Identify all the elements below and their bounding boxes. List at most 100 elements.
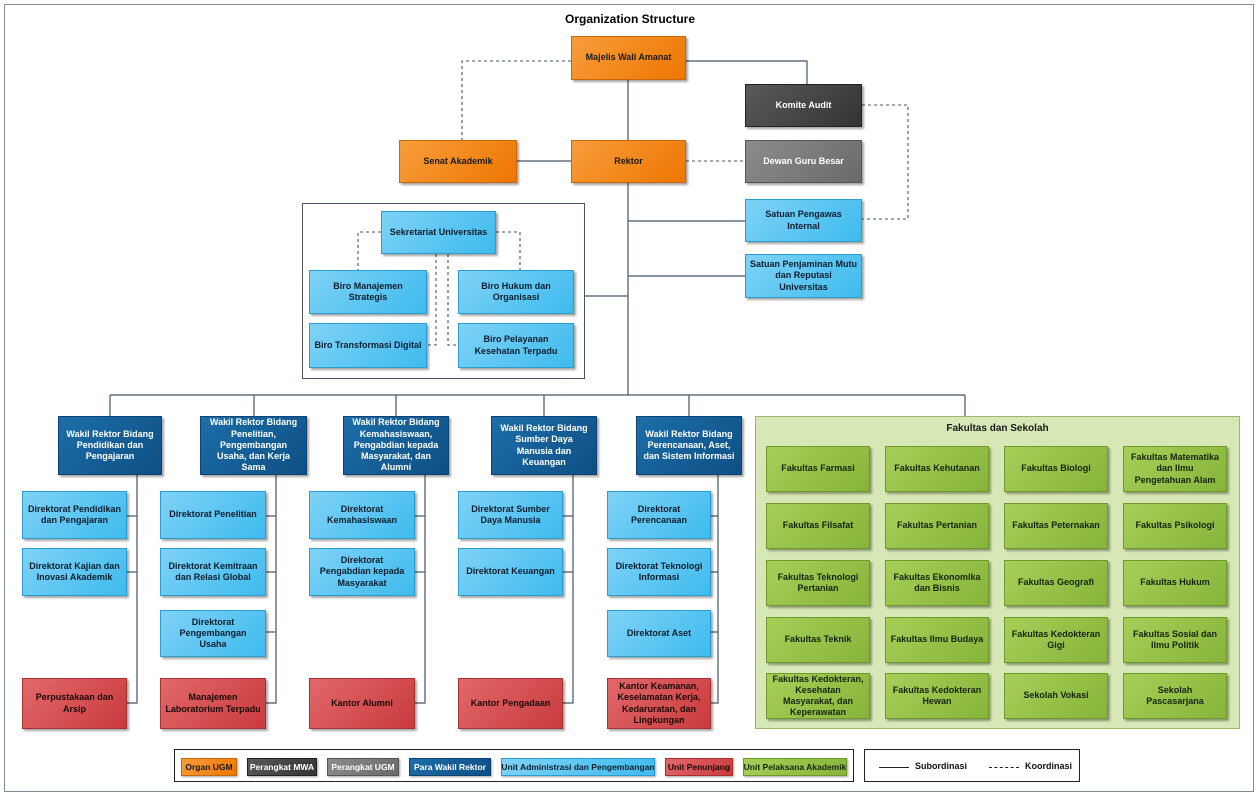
fakultas-label: Fakultas Filsafat (782, 520, 854, 531)
wakil-rektor-4[interactable]: Wakil Rektor Bidang Sumber Daya Manusia … (491, 416, 597, 475)
direktorat-box[interactable]: Direktorat Aset (607, 610, 711, 657)
fakultas-box[interactable]: Fakultas Farmasi (766, 446, 870, 492)
biro-digital-label: Biro Transformasi Digital (314, 339, 422, 350)
fakultas-label: Fakultas Ekonomika dan Bisnis (893, 571, 981, 593)
senat-box[interactable]: Senat Akademik (399, 140, 517, 183)
fakultas-box[interactable]: Fakultas Kedokteran Hewan (885, 673, 989, 719)
wakil-rektor-1[interactable]: Wakil Rektor Bidang Pendidikan dan Penga… (58, 416, 162, 475)
fakultas-label: Fakultas Matematika dan Ilmu Pengetahuan… (1130, 452, 1220, 485)
biro-kesehatan-label: Biro Pelayanan Kesehatan Terpadu (474, 334, 558, 356)
fakultas-box[interactable]: Fakultas Kehutanan (885, 446, 989, 492)
spi-label: Satuan Pengawas Internal (765, 209, 842, 231)
fakultas-box[interactable]: Fakultas Biologi (1004, 446, 1108, 492)
direktorat-label: Direktorat Kemitraan dan Relasi Global (168, 560, 258, 582)
fakultas-label: Fakultas Sosial dan Ilmu Politik (1132, 628, 1218, 650)
fakultas-box[interactable]: Fakultas Psikologi (1123, 503, 1227, 549)
direktorat-box[interactable]: Direktorat Perencanaan (607, 491, 711, 539)
fakultas-label: Sekolah Pascasarjana (1146, 684, 1204, 706)
fakultas-box[interactable]: Fakultas Kedokteran Gigi (1004, 617, 1108, 663)
direktorat-label: Direktorat Perencanaan (630, 503, 688, 525)
fakultas-label: Fakultas Kedokteran, Kesehatan Masyaraka… (772, 673, 864, 718)
direktorat-box[interactable]: Direktorat Sumber Daya Manusia (458, 491, 563, 539)
legend-akademik: Unit Pelaksana Akademik (743, 758, 847, 776)
penunjang-label: Manajemen Laboratorium Terpadu (165, 692, 261, 714)
biro-strategis-box[interactable]: Biro Manajemen Strategis (309, 270, 427, 314)
senat-label: Senat Akademik (423, 155, 493, 166)
legend-koordinasi: Koordinasi (1025, 761, 1073, 771)
diagram-frame (4, 4, 1254, 792)
rektor-box[interactable]: Rektor (571, 140, 686, 183)
biro-hukum-label: Biro Hukum dan Organisasi (481, 280, 551, 302)
direktorat-label: Direktorat Sumber Daya Manusia (471, 503, 550, 525)
legend-lines: Subordinasi Koordinasi (864, 749, 1080, 782)
fakultas-label: Fakultas Kedokteran Gigi (1011, 628, 1101, 650)
fakultas-box[interactable]: Fakultas Matematika dan Ilmu Pengetahuan… (1123, 446, 1227, 492)
direktorat-box[interactable]: Direktorat Teknologi Informasi (607, 548, 711, 596)
penunjang-box[interactable]: Kantor Pengadaan (458, 678, 563, 729)
fakultas-box[interactable]: Fakultas Teknik (766, 617, 870, 663)
direktorat-box[interactable]: Direktorat Keuangan (458, 548, 563, 596)
direktorat-label: Direktorat Teknologi Informasi (615, 560, 703, 582)
biro-kesehatan-box[interactable]: Biro Pelayanan Kesehatan Terpadu (458, 323, 574, 368)
fakultas-box[interactable]: Fakultas Hukum (1123, 560, 1227, 606)
direktorat-label: Direktorat Penelitian (169, 509, 257, 520)
fakultas-label: Fakultas Kedokteran Hewan (892, 684, 982, 706)
sekretariat-box[interactable]: Sekretariat Universitas (381, 211, 496, 254)
direktorat-box[interactable]: Direktorat Penelitian (160, 491, 266, 539)
fakultas-label: Fakultas Hukum (1140, 577, 1210, 588)
direktorat-box[interactable]: Direktorat Kemitraan dan Relasi Global (160, 548, 266, 596)
wakil-rektor-2-label: Wakil Rektor Bidang Penelitian, Pengemba… (209, 417, 298, 473)
mwa-label: Majelis Wali Amanat (585, 52, 672, 63)
wakil-rektor-1-label: Wakil Rektor Bidang Pendidikan dan Penga… (66, 428, 154, 462)
fakultas-label: Fakultas Geografi (1017, 577, 1095, 588)
wakil-rektor-2[interactable]: Wakil Rektor Bidang Penelitian, Pengemba… (200, 416, 307, 475)
fakultas-box[interactable]: Sekolah Vokasi (1004, 673, 1108, 719)
wakil-rektor-5[interactable]: Wakil Rektor Bidang Perencanaan, Aset, d… (636, 416, 742, 475)
fakultas-box[interactable]: Fakultas Ekonomika dan Bisnis (885, 560, 989, 606)
spi-box[interactable]: Satuan Pengawas Internal (745, 199, 862, 242)
legend-colors: Organ UGM Perangkat MWA Perangkat UGM Pa… (174, 749, 854, 782)
penunjang-box[interactable]: Manajemen Laboratorium Terpadu (160, 678, 266, 729)
fakultas-label: Fakultas Pertanian (896, 520, 978, 531)
direktorat-label: Direktorat Keuangan (466, 566, 555, 577)
fakultas-box[interactable]: Fakultas Ilmu Budaya (885, 617, 989, 663)
biro-hukum-box[interactable]: Biro Hukum dan Organisasi (458, 270, 574, 314)
fakultas-box[interactable]: Fakultas Teknologi Pertanian (766, 560, 870, 606)
direktorat-label: Direktorat Pengabdian kepada Masyarakat (319, 555, 405, 588)
biro-digital-box[interactable]: Biro Transformasi Digital (309, 323, 427, 368)
fakultas-box[interactable]: Fakultas Filsafat (766, 503, 870, 549)
direktorat-box[interactable]: Direktorat Pengembangan Usaha (160, 610, 266, 657)
fakultas-box[interactable]: Fakultas Pertanian (885, 503, 989, 549)
dgb-box[interactable]: Dewan Guru Besar (745, 140, 862, 183)
biro-strategis-label: Biro Manajemen Strategis (333, 280, 403, 302)
fakultas-box[interactable]: Fakultas Sosial dan Ilmu Politik (1123, 617, 1227, 663)
penunjang-box[interactable]: Kantor Alumni (309, 678, 415, 729)
fakultas-box[interactable]: Fakultas Kedokteran, Kesehatan Masyaraka… (766, 673, 870, 719)
legend-perangkat: Perangkat UGM (327, 758, 399, 776)
sekretariat-label: Sekretariat Universitas (389, 226, 488, 237)
legend-dashed-line (989, 767, 1019, 768)
fakultas-label: Fakultas Teknik (784, 634, 852, 645)
legend-organ: Organ UGM (181, 758, 237, 776)
legend-adm: Unit Administrasi dan Pengembangan (501, 758, 655, 776)
direktorat-box[interactable]: Direktorat Pengabdian kepada Masyarakat (309, 548, 415, 596)
fakultas-box[interactable]: Sekolah Pascasarjana (1123, 673, 1227, 719)
sekretariat-group (302, 203, 585, 379)
spm-box[interactable]: Satuan Penjaminan Mutu dan Reputasi Univ… (745, 254, 862, 298)
komite-audit-box[interactable]: Komite Audit (745, 84, 862, 127)
direktorat-label: Direktorat Kemahasiswaan (326, 503, 398, 525)
fakultas-label: Fakultas Ilmu Budaya (890, 634, 984, 645)
direktorat-box[interactable]: Direktorat Kajian dan Inovasi Akademik (22, 548, 127, 596)
fakultas-box[interactable]: Fakultas Geografi (1004, 560, 1108, 606)
penunjang-box[interactable]: Perpustakaan dan Arsip (22, 678, 127, 729)
komite-audit-label: Komite Audit (775, 99, 832, 110)
mwa-box[interactable]: Majelis Wali Amanat (571, 36, 686, 80)
spm-label: Satuan Penjaminan Mutu dan Reputasi Univ… (750, 259, 858, 292)
direktorat-box[interactable]: Direktorat Kemahasiswaan (309, 491, 415, 539)
penunjang-box[interactable]: Kantor Keamanan, Keselamatan Kerja, Keda… (607, 678, 711, 729)
fakultas-box[interactable]: Fakultas Peternakan (1004, 503, 1108, 549)
legend-solid-line (879, 767, 909, 768)
direktorat-label: Direktorat Aset (626, 627, 692, 638)
direktorat-box[interactable]: Direktorat Pendidikan dan Pengajaran (22, 491, 127, 539)
wakil-rektor-3[interactable]: Wakil Rektor Bidang Kemahasiswaan, Penga… (343, 416, 449, 475)
